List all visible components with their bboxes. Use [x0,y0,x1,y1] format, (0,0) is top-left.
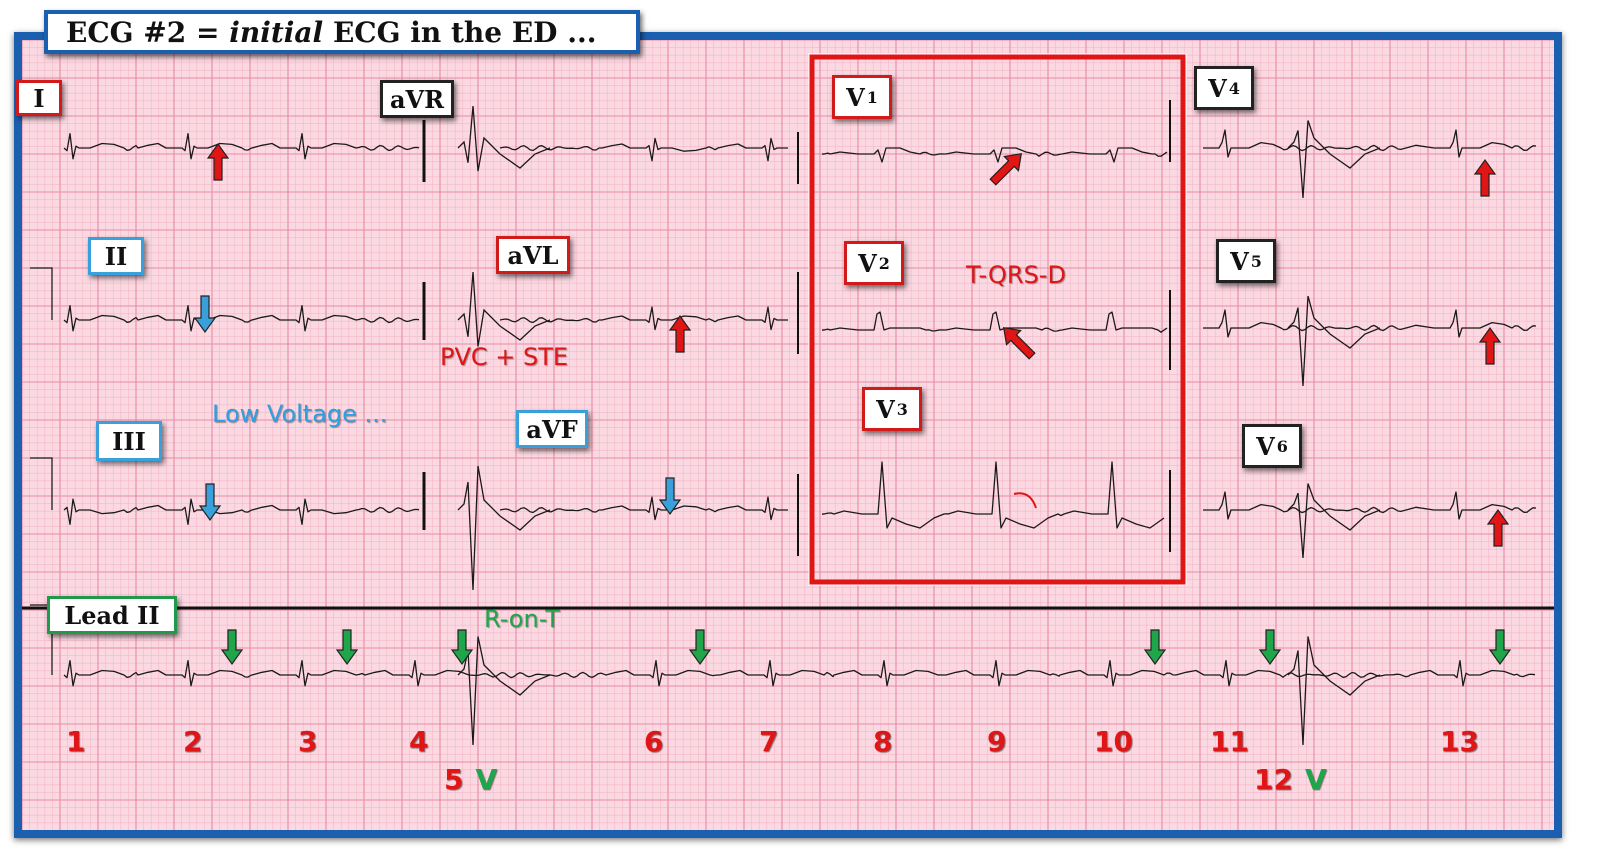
lead-label-rhythm-II: Lead II [47,596,177,634]
annotation-low-voltage: Low Voltage ... [212,400,388,428]
pvc-marker: V [1304,763,1327,796]
trace-aVL-pvc [457,271,551,347]
red-arrow-icon [1002,326,1036,360]
v3-st-curve-mark [1013,492,1037,509]
lead-label-aVL: aVL [496,236,570,274]
green-arrow-icon [688,629,712,666]
red-arrow-icon [1478,326,1502,365]
highlight-box-v1-v3 [809,54,1186,585]
trace-lead-V2 [821,311,1168,333]
red-arrow-icon [206,142,230,181]
blue-arrow-icon [198,483,222,522]
calibration-mark [30,457,53,510]
lead-label-aVF: aVF [516,410,588,448]
ecg-tracing [22,40,1554,830]
trace-rhythm-pvc-12 [1287,636,1381,746]
lead-label-III: III [96,421,162,461]
trace-lead-aVL [499,306,788,331]
trace-lead-V1 [821,147,1168,163]
annotation-r-on-t: R-on-T [484,605,560,633]
green-arrow-icon [1258,629,1282,666]
title-suffix: ECG in the ED ... [332,15,597,49]
trace-V4-pvc [1287,120,1381,199]
beat-number-2: 2 [183,725,203,758]
trace-aVR-pvc [457,105,551,172]
red-arrow-icon [1486,508,1510,547]
trace-aVF-pvc [457,465,551,591]
beat-number-9: 9 [987,725,1007,758]
trace-lead-V3 [821,461,1165,529]
red-arrow-icon [668,314,692,353]
annotation-t-qrs-d: T-QRS-D [966,261,1066,289]
ecg-frame [14,32,1562,838]
beat-number-6: 6 [644,725,664,758]
trace-lead-I [63,132,420,160]
blue-arrow-icon [658,477,682,516]
green-arrow-icon [1143,629,1167,666]
red-arrow-icon [989,152,1023,186]
trace-rhythm-II [63,659,1536,687]
trace-rhythm-pvc-5 [457,636,551,746]
beat-number-7: 7 [759,725,779,758]
trace-V5-pvc [1287,295,1381,387]
blue-arrow-icon [193,295,217,334]
lead-label-aVR: aVR [380,80,454,118]
green-arrow-icon [335,629,359,666]
pvc-marker: V [475,763,498,796]
calibration-mark [30,267,53,320]
annotation-pvc-ste: PVC + STE [440,343,569,371]
grid-minor [22,40,1554,830]
trace-lead-III [63,498,420,526]
beat-number-4: 4 [409,725,429,758]
beat-number-13: 13 [1440,725,1479,758]
green-arrow-icon [1488,629,1512,666]
trace-lead-aVF [499,496,788,521]
title-italic: initial [229,15,324,49]
trace-lead-aVR [499,137,788,162]
beat-number-10: 10 [1094,725,1133,758]
green-arrow-icon [450,629,474,666]
lead-label-I: I [16,80,62,116]
title-prefix: ECG #2 = [66,15,220,49]
lead-label-II: II [88,237,144,275]
trace-V6-pvc [1287,483,1381,559]
red-arrow-icon [1473,158,1497,197]
trace-lead-II [63,304,420,332]
beat-number-8: 8 [873,725,893,758]
beat-number-1: 1 [66,725,86,758]
beat-number-3: 3 [298,725,318,758]
beat-number-11: 11 [1210,725,1249,758]
green-arrow-icon [220,629,244,666]
page-title: ECG #2 = initial ECG in the ED ... [44,10,640,54]
